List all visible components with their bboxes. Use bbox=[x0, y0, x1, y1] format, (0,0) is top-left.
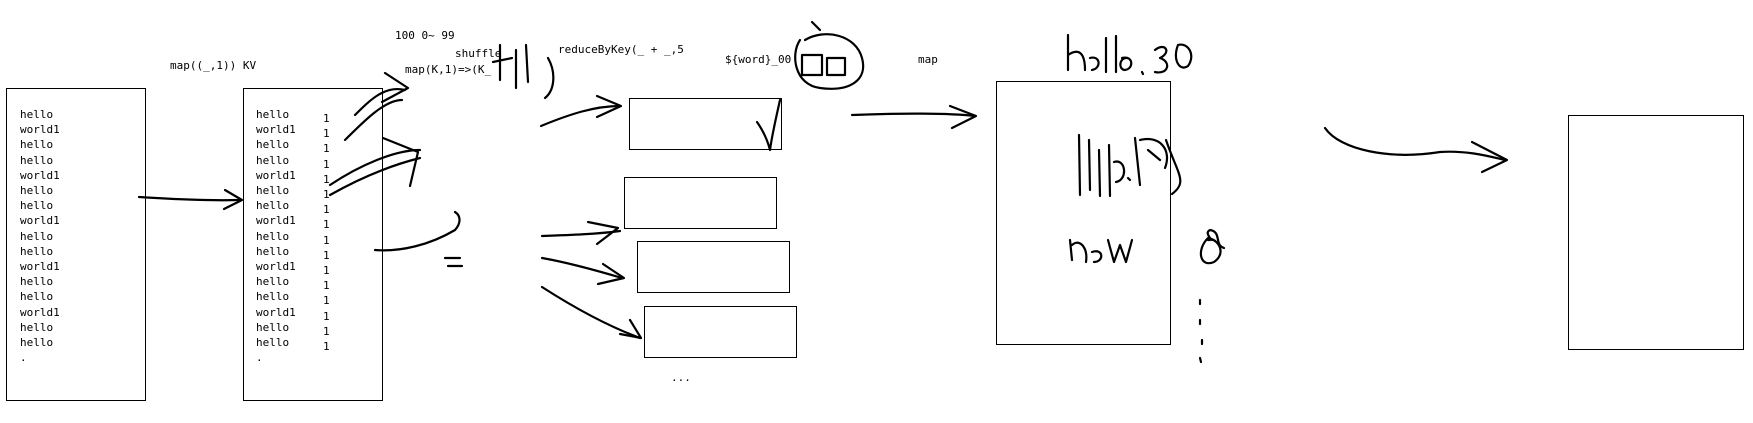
source-word: world1 bbox=[20, 305, 60, 319]
mapped-word: hello bbox=[256, 138, 290, 152]
source-word: hello bbox=[20, 275, 54, 289]
source-word: hello bbox=[20, 138, 54, 152]
mapped-word: hello bbox=[256, 199, 290, 213]
arrow-to-final bbox=[1323, 126, 1507, 162]
final-output-box bbox=[1568, 115, 1744, 350]
mapped-count: 1 bbox=[323, 233, 330, 247]
source-word: world1 bbox=[20, 168, 60, 182]
mapped-count: 1 bbox=[323, 248, 330, 262]
arrow-to-partition-3 bbox=[540, 256, 624, 280]
mapped-word: world1 bbox=[256, 260, 296, 274]
mapped-count: 1 bbox=[323, 188, 330, 202]
source-word: . bbox=[20, 351, 27, 365]
mapped-count: 1 bbox=[323, 127, 330, 141]
mapped-word: hello bbox=[256, 153, 290, 167]
map-kv-label: map((_,1)) KV bbox=[170, 59, 257, 72]
mapped-word: hello bbox=[256, 244, 290, 258]
mapped-word: hello bbox=[256, 290, 290, 304]
arrow-mapped-up-2 bbox=[328, 148, 422, 187]
mapped-count: 1 bbox=[323, 112, 330, 125]
source-word: hello bbox=[20, 336, 54, 350]
vertical-dots bbox=[1198, 298, 1204, 364]
mapped-word: world1 bbox=[256, 168, 296, 182]
mapped-count: 1 bbox=[323, 324, 330, 338]
source-word: world1 bbox=[20, 123, 60, 137]
check-mark bbox=[755, 98, 782, 152]
map-label: map bbox=[918, 53, 938, 66]
arrow-mapped-up-1 bbox=[353, 87, 407, 117]
handwriting-hello-30 bbox=[1066, 33, 1193, 76]
source-word: hello bbox=[20, 229, 54, 243]
mapped-word: world1 bbox=[256, 123, 296, 137]
mapped-count: 1 bbox=[323, 340, 330, 354]
mapped-word: world1 bbox=[256, 305, 296, 319]
partition-box-1 bbox=[629, 98, 782, 150]
source-word: hello bbox=[20, 153, 54, 167]
mapped-count: 1 bbox=[323, 203, 330, 217]
mapped-word: hello bbox=[256, 229, 290, 243]
mapped-count: 1 bbox=[323, 172, 330, 186]
mapped-count: 1 bbox=[323, 218, 330, 232]
source-word: world1 bbox=[20, 214, 60, 228]
mapped-word: hello bbox=[256, 320, 290, 334]
mapped-word: . bbox=[256, 351, 263, 365]
arrow-to-reduced bbox=[850, 112, 977, 118]
mapped-count: 1 bbox=[323, 157, 330, 171]
curve-mapped-lower bbox=[373, 210, 461, 252]
source-word: hello bbox=[20, 320, 54, 334]
ellipsis-label: ... bbox=[671, 371, 691, 384]
arrow-to-partition-4 bbox=[540, 285, 642, 340]
source-word: hello bbox=[20, 290, 54, 304]
range-label: 100 0~ 99 bbox=[395, 29, 455, 42]
mapped-word: hello bbox=[256, 336, 290, 350]
reduced-result-box bbox=[996, 81, 1171, 345]
mapped-count: 1 bbox=[323, 294, 330, 308]
circled-scribble bbox=[794, 33, 865, 90]
mapped-count: 1 bbox=[323, 142, 330, 156]
source-word: hello bbox=[20, 199, 54, 213]
source-word: hello bbox=[20, 184, 54, 198]
mapped-count: 1 bbox=[323, 309, 330, 323]
handwriting-new-count bbox=[1068, 236, 1222, 265]
handwriting-hello-count bbox=[1077, 133, 1168, 198]
mapped-word: hello bbox=[256, 275, 290, 289]
arrow-to-partition-1 bbox=[539, 104, 622, 128]
map-k1-label: map(K,1)=>(K_ bbox=[405, 63, 492, 76]
word-label: ${word}_00 bbox=[725, 53, 792, 66]
source-word: world1 bbox=[20, 260, 60, 274]
source-word: hello bbox=[20, 108, 54, 121]
partition-box-4 bbox=[644, 306, 797, 358]
shuffle-label: shuffle bbox=[455, 47, 502, 60]
partition-box-2 bbox=[624, 177, 777, 229]
shuffle-handwriting bbox=[491, 43, 555, 100]
reduce-label: reduceByKey(_ + _,5 bbox=[558, 43, 684, 56]
mapped-word: world1 bbox=[256, 214, 296, 228]
source-word: hello bbox=[20, 244, 54, 258]
mapped-word: hello bbox=[256, 108, 290, 121]
partition-box-3 bbox=[637, 241, 790, 293]
mapped-count: 1 bbox=[323, 264, 330, 278]
arrow-source-to-mapped bbox=[137, 195, 242, 202]
mapped-word: hello bbox=[256, 184, 290, 198]
mapped-count: 1 bbox=[323, 279, 330, 293]
